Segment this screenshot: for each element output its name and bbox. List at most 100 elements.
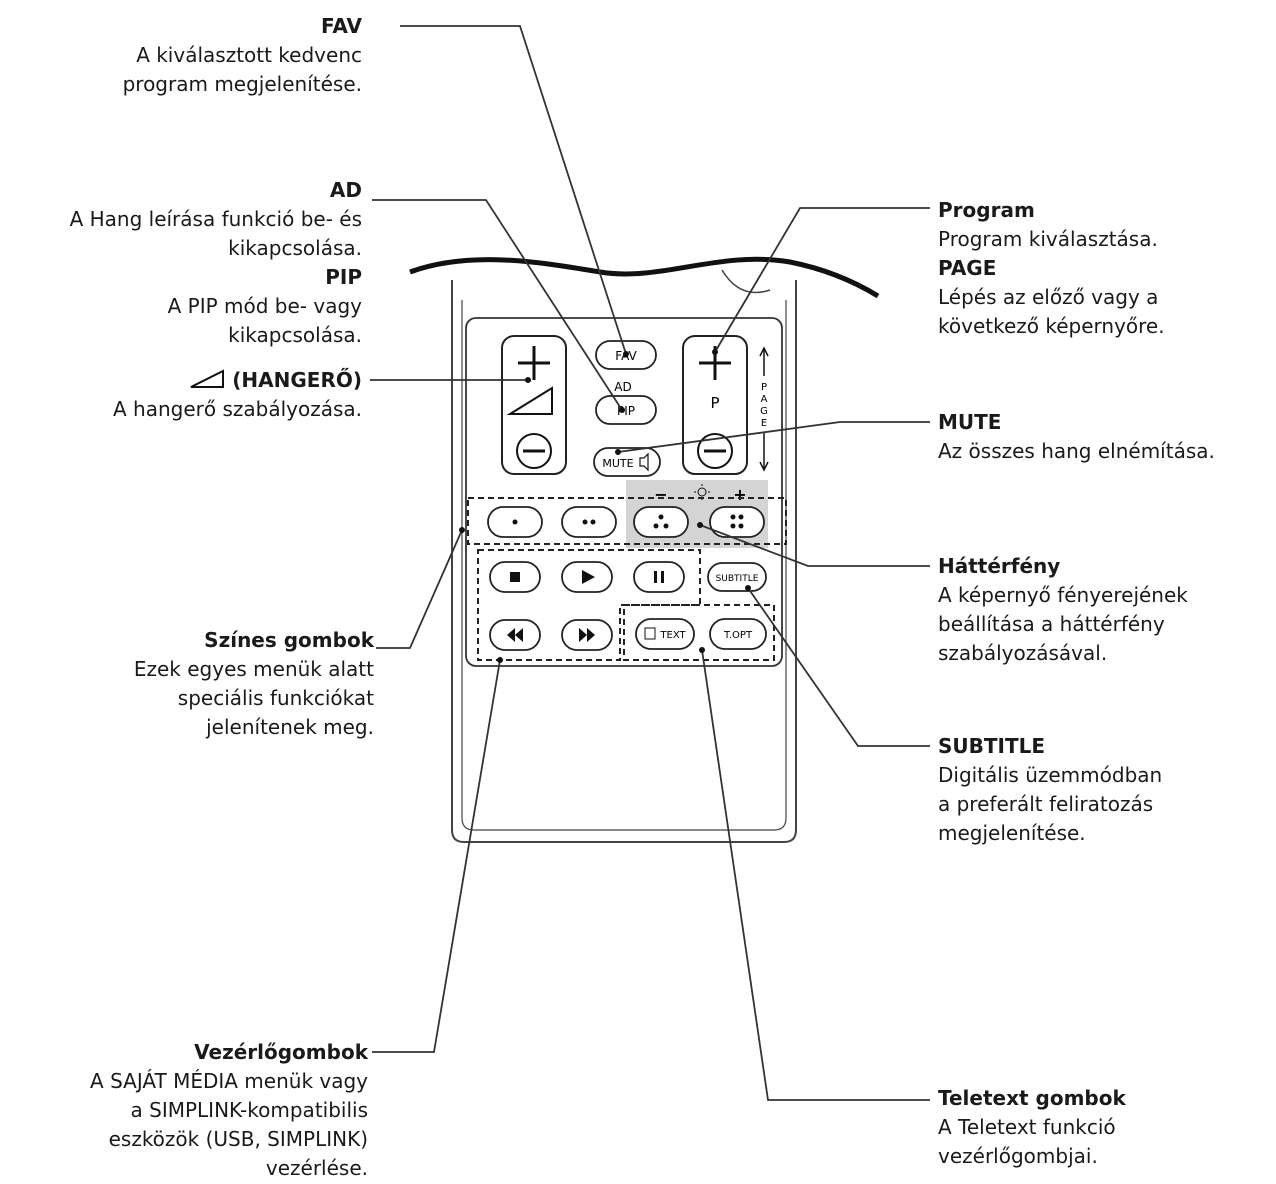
media-controls-box: [477, 549, 701, 661]
callout-fav-desc-2: program megjelenítése.: [122, 72, 362, 96]
pause-icon: [654, 571, 664, 583]
pip-button[interactable]: [595, 395, 657, 425]
rewind-icon: [507, 628, 523, 642]
callout-mute: MUTE Az összes hang elnémítása.: [938, 408, 1215, 466]
callout-ad-desc-2: kikapcsolása.: [228, 236, 362, 260]
callout-hangero-title: (HANGERŐ): [232, 368, 362, 392]
play-icon: [582, 570, 595, 584]
callout-page-desc-1: Lépés az előző vagy a: [938, 285, 1159, 309]
volume-minus-button[interactable]: [516, 433, 552, 469]
color-dot-two-icon-a: [582, 519, 588, 525]
program-minus-button[interactable]: [697, 433, 733, 469]
callout-teletext-desc-1: A Teletext funkció: [938, 1115, 1116, 1139]
callout-hatterfeny-desc-2: beállítása a háttérfény: [938, 612, 1165, 636]
callout-szines: Színes gombok Ezek egyes menük alatt spe…: [134, 626, 374, 742]
leader-fav: [400, 25, 627, 355]
callout-fav-desc-1: A kiválasztott kedvenc: [136, 43, 362, 67]
callout-subtitle-desc-2: a preferált feliratozás: [938, 792, 1154, 816]
program-p-label: P: [710, 394, 719, 412]
callout-ad-title: AD: [329, 178, 362, 202]
callout-szines-desc-3: jelenítenek meg.: [206, 715, 374, 739]
remote-cut-wave: [409, 256, 880, 299]
callout-fav-title: FAV: [321, 14, 362, 38]
volume-triangle-icon: [506, 386, 553, 415]
callout-vezerlo-desc-2: a SIMPLINK-kompatibilis: [130, 1098, 368, 1122]
volume-triangle-title-icon: [190, 369, 225, 388]
topt-button-label: T.OPT: [723, 630, 753, 641]
callout-teletext-title: Teletext gombok: [938, 1086, 1126, 1110]
topt-button[interactable]: [709, 618, 767, 650]
callout-program-title: Program: [938, 198, 1035, 222]
callout-pip-title: PIP: [325, 265, 362, 289]
callout-pip-desc-1: A PIP mód be- vagy: [167, 294, 362, 318]
subtitle-button[interactable]: [707, 562, 767, 592]
text-button-label: TEXT: [659, 630, 686, 641]
color-dot-three-icon-b: [653, 523, 659, 529]
callout-ad: AD A Hang leírása funkció be- és kikapcs…: [70, 176, 362, 350]
callout-ad-desc-1: A Hang leírása funkció be- és: [69, 207, 362, 231]
callout-hatterfeny-desc-1: A képernyő fényerejének: [938, 583, 1188, 607]
subtitle-button-label: SUBTITLE: [716, 574, 759, 584]
callout-program: Program Program kiválasztása. PAGE Lépés…: [938, 196, 1165, 341]
color-buttons-box: [467, 497, 787, 545]
mute-button[interactable]: [593, 447, 661, 477]
remote-body: [451, 269, 797, 843]
color-dot-four-icon: [730, 514, 744, 529]
pause-button[interactable]: [633, 561, 685, 593]
page-letter-p: P: [761, 382, 767, 393]
fast-forward-icon: [579, 628, 595, 642]
leader-mute: [617, 421, 930, 453]
callout-teletext: Teletext gombok A Teletext funkció vezér…: [938, 1084, 1126, 1171]
backlight-plus-label: +: [733, 485, 746, 504]
callout-szines-desc-1: Ezek egyes menük alatt: [133, 657, 374, 681]
color-dot-three-icon-c: [663, 523, 669, 529]
text-button[interactable]: [635, 618, 695, 650]
leader-subtitle: [747, 587, 930, 747]
leader-dots: [459, 349, 751, 663]
volume-rocker[interactable]: [501, 335, 567, 475]
program-rocker[interactable]: [682, 335, 748, 475]
callout-szines-desc-2: speciális funkciókat: [177, 686, 374, 710]
callout-mute-title: MUTE: [938, 410, 1002, 434]
color-button-yellow[interactable]: [633, 506, 689, 538]
color-dot-three-icon-a: [658, 514, 664, 520]
leader-szines: [376, 529, 463, 649]
color-button-green[interactable]: [561, 506, 617, 538]
callout-subtitle: SUBTITLE Digitális üzemmódban a preferál…: [938, 732, 1162, 848]
mute-button-label: MUTE: [602, 457, 633, 470]
leader-teletext: [701, 649, 930, 1101]
stop-icon: [510, 572, 520, 582]
callout-vezerlo: Vezérlőgombok A SAJÁT MÉDIA menük vagy a…: [90, 1038, 368, 1183]
callout-hatterfeny: Háttérfény A képernyő fényerejének beáll…: [938, 552, 1188, 668]
button-panel: [465, 317, 783, 667]
callout-hatterfeny-title: Háttérfény: [938, 554, 1061, 578]
callout-pip-desc-2: kikapcsolása.: [228, 323, 362, 347]
callout-subtitle-desc-3: megjelenítése.: [938, 821, 1086, 845]
callout-vezerlo-desc-3: eszközök (USB, SIMPLINK): [108, 1127, 368, 1151]
leader-vezerlo: [372, 659, 501, 1053]
callout-program-desc-1: Program kiválasztása.: [938, 227, 1158, 251]
ad-button-label: AD: [614, 380, 631, 394]
color-button-blue[interactable]: [709, 506, 765, 538]
callout-hangero-desc-1: A hangerő szabályozása.: [112, 397, 362, 421]
callout-subtitle-desc-1: Digitális üzemmódban: [938, 763, 1163, 787]
teletext-box: [623, 604, 775, 661]
mute-speaker-icon: [639, 452, 649, 472]
callout-fav: FAV A kiválasztott kedvenc program megje…: [123, 12, 362, 99]
leader-hatterfeny: [699, 524, 930, 567]
callout-mute-desc-1: Az összes hang elnémítása.: [938, 439, 1215, 463]
callout-hangero: (HANGERŐ) A hangerő szabályozása.: [113, 366, 362, 424]
callout-page-title: PAGE: [938, 256, 997, 280]
leader-lines: [370, 25, 930, 1101]
callout-page-desc-2: következő képernyőre.: [938, 314, 1165, 338]
page-letter-a: A: [761, 394, 768, 405]
callout-hangero-title-row: (HANGERŐ): [113, 366, 362, 395]
leader-ad: [372, 199, 623, 411]
page-indicator: P A G E: [759, 346, 769, 472]
callout-vezerlo-desc-1: A SAJÁT MÉDIA menük vagy: [90, 1069, 368, 1093]
page-letter-g: G: [760, 406, 768, 417]
page-letter-e: E: [761, 418, 767, 429]
backlight-minus-label: −: [654, 485, 667, 504]
